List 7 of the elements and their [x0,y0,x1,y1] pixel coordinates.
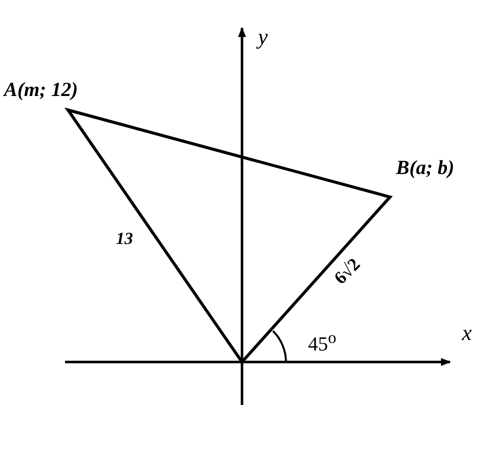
angle-label: 45$^{o}$ [308,330,336,355]
length-label: 6√2 [330,254,364,288]
axis-label: x [462,322,472,344]
point-label: B(a; b) [396,158,454,178]
axis-label: y [258,26,268,48]
length-label: 13 [116,230,133,247]
point-label: A(m; 12) [4,80,78,100]
